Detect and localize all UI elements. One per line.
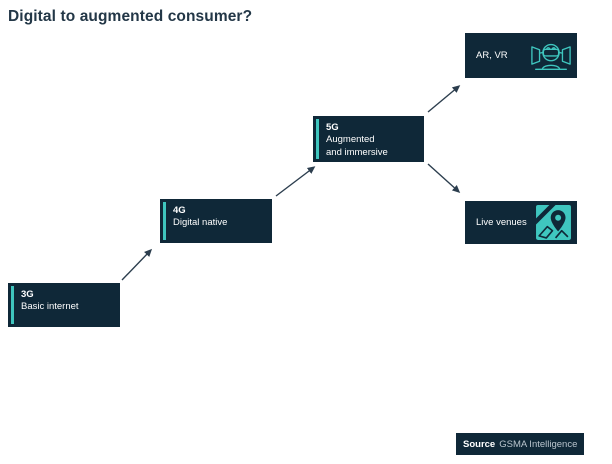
stage-label: 4G: [173, 205, 186, 216]
stage-description: Basic internet: [21, 301, 79, 313]
outcome-label: Live venues: [476, 217, 527, 228]
stage-box-5g: 5G Augmented and immersive: [313, 116, 424, 162]
stage-box-3g: 3G Basic internet: [8, 283, 120, 327]
teal-accent-bar: [11, 286, 14, 324]
stage-label: 3G: [21, 289, 34, 300]
vr-headset-icon: [531, 43, 571, 71]
source-attribution: Source GSMA Intelligence: [456, 433, 585, 455]
source-label: Source: [463, 438, 496, 450]
arrow-4g-to-5g: [275, 166, 316, 197]
arrow-3g-to-4g: [121, 248, 153, 281]
teal-accent-bar: [163, 202, 166, 240]
arrow-5g-to-arvr: [427, 85, 461, 113]
map-pin-icon: [536, 205, 571, 240]
teal-accent-bar: [316, 119, 319, 159]
stage-box-4g: 4G Digital native: [160, 199, 272, 243]
page-title: Digital to augmented consumer?: [8, 8, 253, 25]
outcome-box-live-venues: Live venues: [465, 201, 577, 244]
source-text: GSMA Intelligence: [499, 438, 578, 450]
outcome-label: AR, VR: [476, 50, 508, 61]
arrow-5g-to-live-venues: [427, 163, 461, 193]
outcome-box-ar-vr: AR, VR: [465, 33, 577, 78]
stage-description: Augmented and immersive: [326, 134, 388, 158]
stage-description: Digital native: [173, 217, 228, 229]
stage-label: 5G: [326, 122, 339, 133]
